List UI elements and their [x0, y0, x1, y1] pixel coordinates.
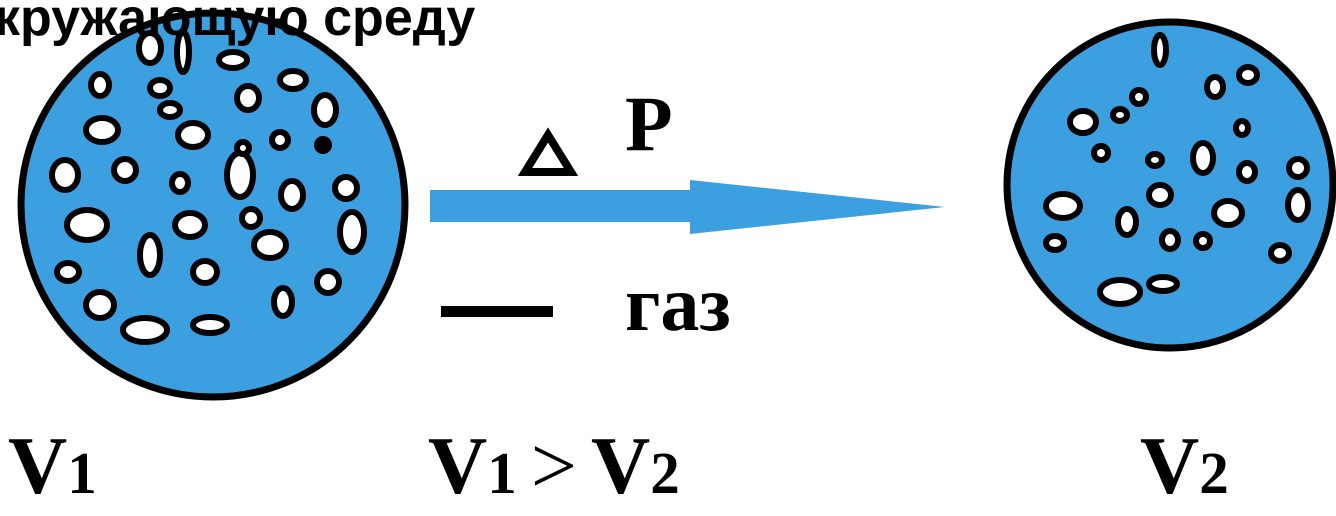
comparison-left-subscript: 1	[487, 440, 517, 506]
volume-comparison: V1>V2	[428, 425, 680, 507]
gas-label: газ	[625, 260, 731, 347]
right-arrow-icon	[430, 180, 945, 234]
right-volume-subscript: 2	[1199, 440, 1229, 506]
minus-dash-icon	[441, 306, 553, 317]
right-sphere-body	[1003, 18, 1336, 352]
left-sphere-body	[17, 9, 409, 401]
comparison-left-letter: V	[428, 420, 488, 511]
right-sphere	[1003, 18, 1336, 352]
left-sphere	[17, 9, 409, 401]
left-volume-label: V1	[8, 425, 97, 507]
comparison-right-subscript: 2	[650, 440, 680, 506]
right-volume-letter: V	[1140, 420, 1200, 511]
left-sphere-pores	[49, 29, 367, 345]
greater-than-sign: >	[530, 420, 577, 511]
header-text: кружающую среду	[0, 0, 476, 47]
left-volume-letter: V	[8, 420, 68, 511]
left-sphere-dark-spot	[314, 136, 332, 154]
comparison-right-letter: V	[590, 420, 651, 511]
right-sphere-pores	[1043, 32, 1311, 307]
right-volume-label: V2	[1140, 425, 1229, 507]
delta-triangle-icon	[517, 127, 579, 176]
pressure-label: P	[625, 80, 673, 167]
left-volume-subscript: 1	[67, 440, 97, 506]
